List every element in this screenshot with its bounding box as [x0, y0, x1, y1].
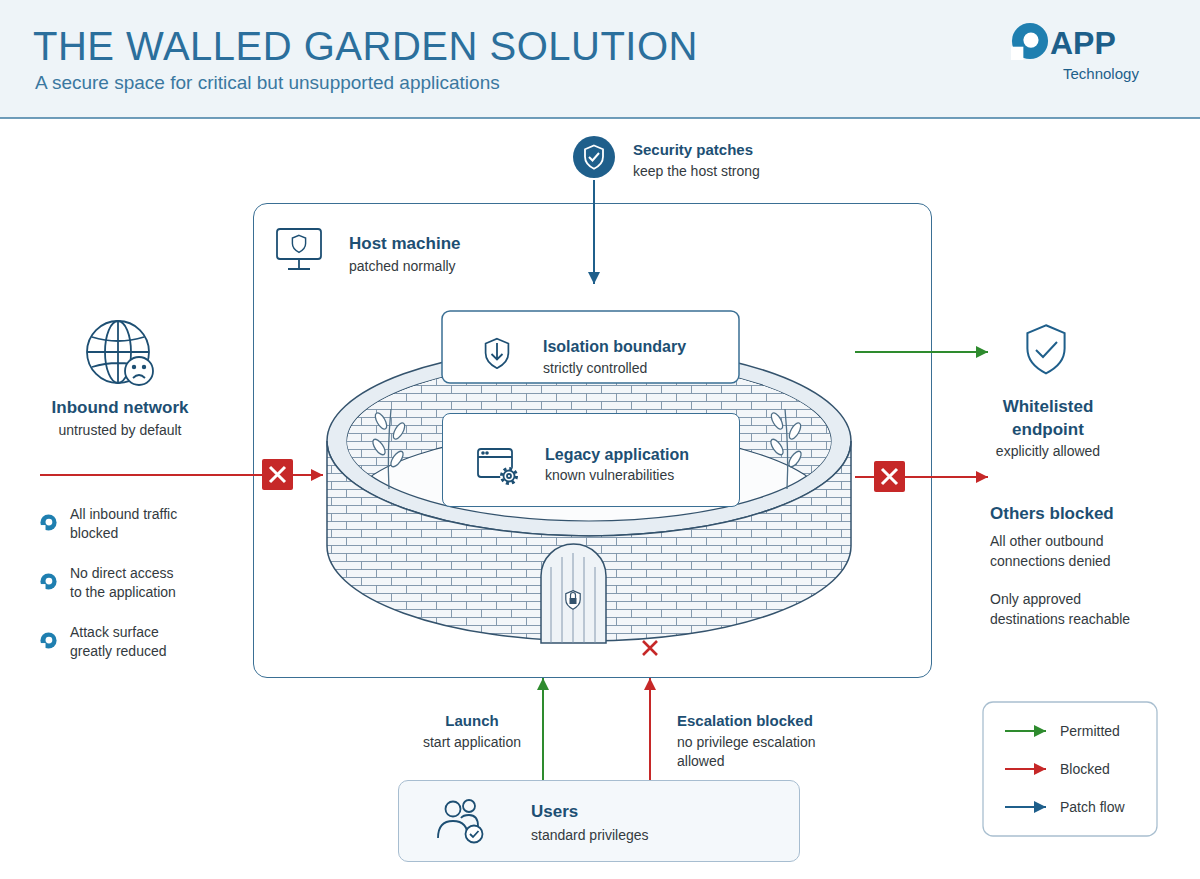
users-box: Users standard privileges — [398, 780, 800, 862]
bullet-mark — [40, 632, 57, 649]
endpoint-shield — [1027, 325, 1064, 373]
edge-label: Launch — [417, 711, 527, 731]
patch-icon — [573, 136, 615, 178]
node-description: Only approved destinations reachable — [990, 589, 1155, 629]
page-title: THE WALLED GARDEN SOLUTION — [33, 20, 933, 72]
plant — [769, 437, 786, 456]
plant — [391, 421, 407, 441]
header-rule — [0, 117, 1200, 119]
node-heading: Others blocked — [990, 503, 1160, 525]
gate — [570, 598, 577, 604]
node-description: patched normally — [349, 257, 609, 275]
connector-arrow — [649, 678, 651, 780]
plant — [785, 409, 788, 489]
endpoint-shield — [1027, 325, 1064, 373]
globe-icon — [125, 357, 153, 385]
header-band — [0, 0, 1200, 118]
network-source: Inbound network untrusted by default — [40, 318, 220, 478]
legend-text: Patch flow — [1060, 798, 1150, 816]
boundary-card — [442, 311, 739, 383]
node-heading: Host machine — [349, 233, 609, 255]
logo-mark — [1011, 23, 1048, 60]
node-heading: Inbound network — [40, 397, 200, 419]
gate — [566, 591, 580, 610]
page-caption: A secure space for critical but unsuppor… — [35, 70, 935, 95]
globe-icon — [87, 321, 149, 383]
patch-icon — [573, 136, 615, 178]
patch-icon — [589, 153, 599, 161]
wall-rim — [327, 346, 851, 536]
isolation-wall: Isolation boundary strictly controlledLeg… — [323, 284, 855, 649]
edge-note: start application — [410, 733, 534, 751]
endpoint: Whitelisted endpointexplicitly allowed — [988, 318, 1108, 464]
plant — [769, 411, 785, 431]
gate — [541, 544, 606, 643]
node-heading: Legacy application — [545, 444, 735, 465]
node-description: explicitly allowed — [963, 442, 1133, 460]
node-heading: Isolation boundary — [543, 336, 733, 357]
globe-icon — [133, 375, 145, 378]
node-description: known vulnerabilities — [545, 466, 735, 484]
bullet-note: Attack surface greatly reduced — [70, 623, 188, 661]
legend-box — [983, 702, 1157, 836]
edge-note: no privilege escalation allowed — [677, 733, 857, 771]
plant — [787, 421, 803, 441]
node-description: keep the host strong — [633, 162, 803, 180]
legend-box — [983, 702, 1157, 836]
bullet-note: All inbound traffic blocked — [70, 505, 205, 543]
plant — [388, 409, 391, 489]
globe-icon — [143, 366, 146, 369]
plant — [389, 449, 406, 468]
globe-icon — [87, 321, 153, 385]
blocked-target: Others blockedAll other outbound connect… — [988, 472, 1163, 627]
legend-sample — [1005, 730, 1046, 732]
patch-icon — [585, 146, 603, 169]
logo-word: APP — [1050, 22, 1160, 64]
edge-label: Escalation blocked — [677, 711, 877, 731]
gate — [571, 593, 576, 599]
globe-icon — [105, 321, 131, 383]
garden-ground — [347, 361, 831, 521]
legend-text: Blocked — [1060, 760, 1150, 778]
logo-subword: Technology — [1063, 64, 1173, 84]
bullet-note: No direct access to the application — [70, 564, 188, 602]
globe-icon — [87, 321, 149, 383]
legend-sample — [1005, 768, 1046, 770]
plant — [371, 437, 388, 456]
plant — [787, 449, 804, 468]
gate — [551, 553, 595, 643]
application-box: Legacy applicationknown vulnerabilities — [442, 413, 740, 507]
connector-arrow — [542, 678, 544, 780]
gate — [541, 544, 606, 643]
bullet-mark — [40, 573, 57, 590]
legend-sample — [1005, 806, 1046, 808]
connectors — [40, 180, 988, 780]
host-box: Host machine patched normally — [253, 203, 932, 678]
node-heading: Whitelisted endpoint — [973, 395, 1123, 441]
patch-source: Security patcheskeep the host strong — [572, 136, 787, 180]
bullet-mark — [40, 514, 57, 531]
node-description: untrusted by default — [40, 421, 200, 439]
legend-text: Permitted — [1060, 722, 1150, 740]
node-heading: Security patches — [633, 140, 803, 160]
node-heading: Users — [531, 801, 751, 823]
node-description: standard privileges — [531, 826, 751, 844]
node-description: strictly controlled — [543, 359, 733, 377]
endpoint-shield — [1036, 342, 1057, 357]
globe-icon — [133, 366, 136, 369]
node-description: All other outbound connections denied — [990, 531, 1155, 571]
plant — [373, 411, 389, 431]
